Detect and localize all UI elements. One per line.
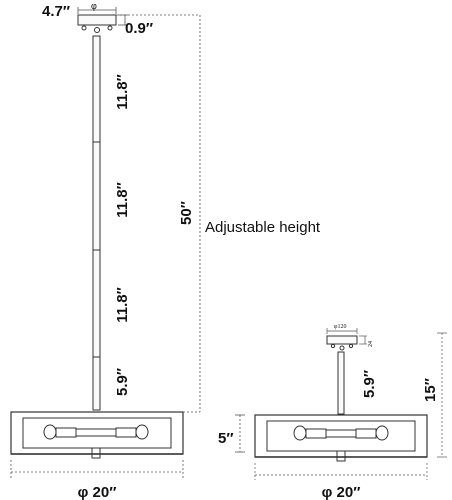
right-canopy [326, 335, 358, 345]
right-fixture [254, 335, 428, 462]
left-bulb [135, 424, 149, 440]
left-dimension-lines [10, 7, 245, 478]
right-bulb [375, 425, 389, 441]
right-rod-segment-label: 5.9″ [361, 370, 378, 398]
left-rod-segment-label: 11.8″ [114, 74, 131, 110]
left-shade-height-label: 5″ [218, 430, 234, 447]
left-canopy-screw [81, 25, 87, 31]
left-canopy-diameter-label: 4.7″ [42, 3, 70, 20]
left-total-height-label: 50″ [178, 201, 195, 225]
right-canopy-hook [339, 345, 345, 351]
right-canopy-screw [348, 343, 354, 349]
right-rod [337, 351, 345, 415]
left-rod-segment-label: 11.8″ [114, 287, 131, 323]
right-finial [336, 450, 346, 462]
right-shade [254, 414, 428, 458]
right-dimension-lines [254, 328, 447, 480]
left-finial [91, 447, 101, 459]
right-canopy-height-label: 24 [368, 341, 374, 347]
right-canopy-diameter-label: φ120 [334, 324, 346, 330]
right-diameter-label: φ 20″ [322, 484, 361, 500]
adjustable-height-label: Adjustable height [205, 219, 321, 236]
right-canopy-screw [330, 343, 336, 349]
left-rod [92, 35, 101, 411]
left-fixture [10, 14, 184, 459]
left-canopy [77, 14, 117, 26]
left-rod-segment-label: 11.8″ [114, 182, 131, 218]
left-diameter-label: φ 20″ [78, 484, 117, 500]
left-canopy-phi-symbol: φ [91, 1, 97, 11]
right-total-height-label: 15″ [422, 378, 439, 402]
left-shade [10, 411, 184, 455]
left-canopy-height-label: 0.9″ [125, 20, 153, 37]
left-canopy-hook [94, 27, 100, 33]
left-rod-segment-label: 5.9″ [114, 368, 131, 396]
left-canopy-screw [107, 25, 113, 31]
